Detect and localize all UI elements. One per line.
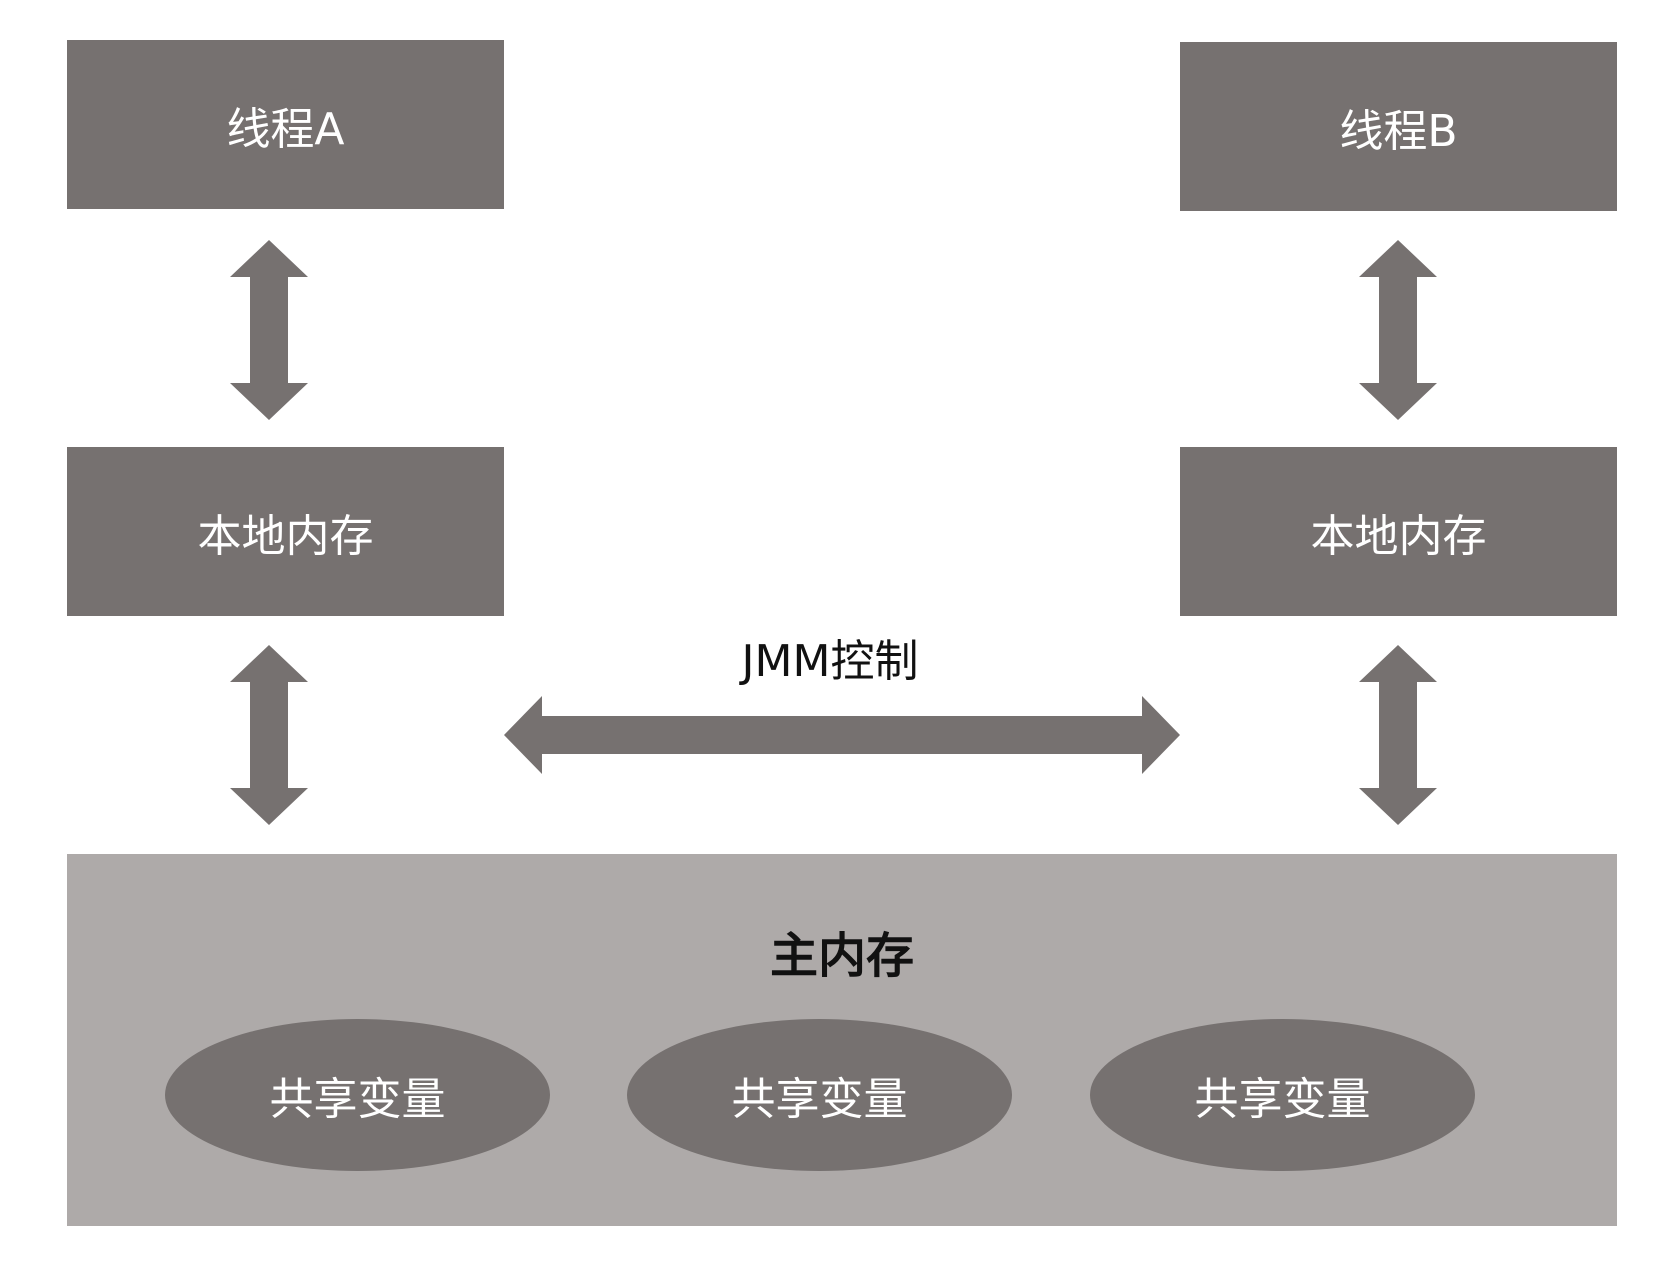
main-memory-title: 主内存 <box>769 928 914 984</box>
thread-a-local-memory-arrow-icon <box>230 240 308 420</box>
thread-b-local-memory-label: 本地内存 <box>1310 510 1487 562</box>
local-memory-b-main-memory-arrow-icon <box>1359 645 1437 825</box>
jmm-control-arrow-icon <box>504 696 1180 774</box>
thread-b-box: 线程B <box>1180 42 1617 211</box>
shared-variable-3: 共享变量 <box>1090 1019 1475 1171</box>
shared-variable-label: 共享变量 <box>731 1074 908 1125</box>
shared-variable-1: 共享变量 <box>165 1019 550 1171</box>
jmm-control-label: JMM控制 <box>741 636 919 687</box>
shared-variable-label: 共享变量 <box>1194 1074 1371 1125</box>
local-memory-a-main-memory-arrow-icon <box>230 645 308 825</box>
thread-b-label: 线程B <box>1339 105 1458 157</box>
thread-a-local-memory-box: 本地内存 <box>67 447 504 616</box>
thread-b-local-memory-box: 本地内存 <box>1180 447 1617 616</box>
main-memory-box: 主内存 共享变量 共享变量 共享变量 <box>67 854 1617 1226</box>
thread-a-box: 线程A <box>67 40 504 209</box>
thread-a-label: 线程A <box>226 103 345 155</box>
thread-a-local-memory-label: 本地内存 <box>197 510 374 562</box>
shared-variable-2: 共享变量 <box>627 1019 1012 1171</box>
shared-variable-label: 共享变量 <box>269 1074 446 1125</box>
thread-b-local-memory-arrow-icon <box>1359 240 1437 420</box>
